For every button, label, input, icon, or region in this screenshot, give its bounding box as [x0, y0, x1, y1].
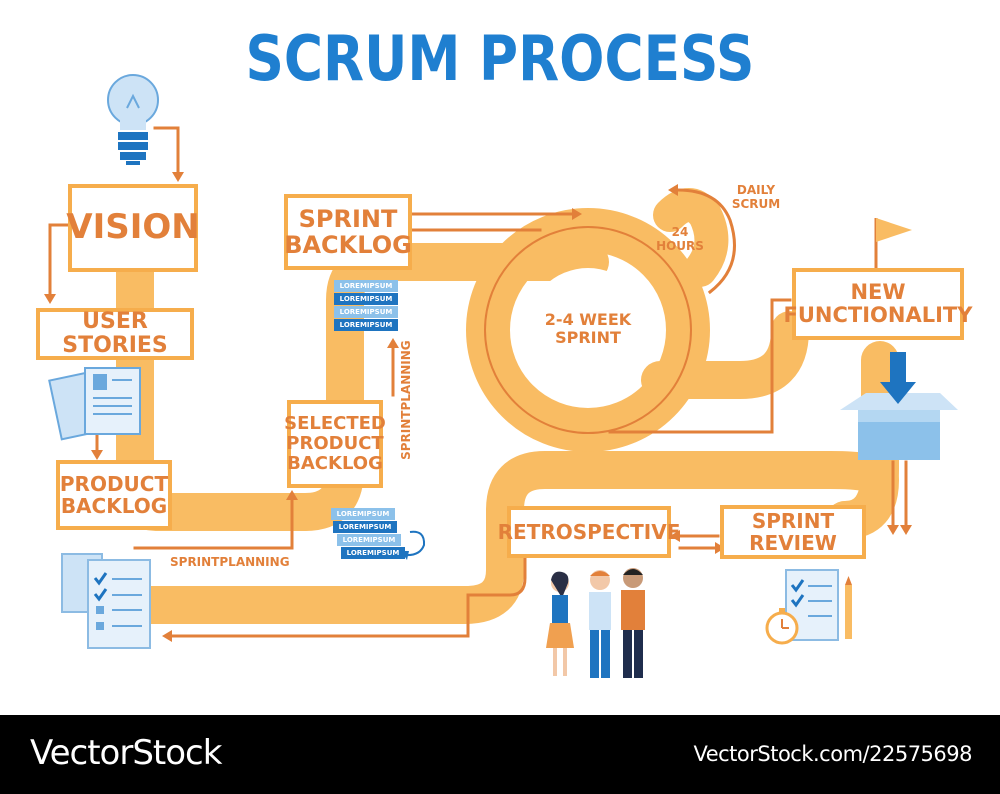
product-backlog-line1: PRODUCT — [59, 472, 169, 496]
sprint-backlog-box: SPRINT BACKLOG — [284, 194, 412, 270]
sprint-circle-outline — [484, 226, 692, 434]
sprint-center-label: 2-4 WEEK SPRINT — [528, 310, 648, 348]
diagram-artwork — [44, 74, 958, 678]
footer-bar: VectorStock VectorStock.com/22575698 — [0, 715, 1000, 794]
sprint-backlog-line2: BACKLOG — [284, 231, 412, 259]
vision-box: VISION — [66, 184, 200, 272]
sprint-review-label: SPRINT REVIEW — [749, 509, 837, 555]
daily-scrum-line2: SCRUM — [731, 196, 781, 211]
sprint-planning-vertical-label: SPRINTPLANNING — [399, 340, 414, 460]
lightbulb-icon — [107, 74, 159, 165]
hours-line1: 24 — [671, 225, 689, 239]
road-sprint-exit — [641, 311, 809, 399]
arrowhead-box2 — [900, 525, 912, 535]
arrowhead-box1 — [887, 525, 899, 535]
flag-icon — [874, 218, 912, 268]
retrospective-label: RETROSPECTIVE — [497, 520, 681, 544]
backlog-item: LOREMIPSUM — [334, 306, 398, 318]
arrowhead-stories — [44, 294, 56, 304]
selected-backlog-box: SELECTED PRODUCT BACKLOG — [284, 400, 386, 488]
backlog-item: LOREMIPSUM — [341, 547, 405, 559]
hours-line2: HOURS — [656, 238, 704, 253]
arrowhead-backlog — [91, 450, 103, 460]
arrow-retro-down — [170, 553, 527, 638]
backlog-item: LOREMIPSUM — [333, 521, 397, 533]
selected-backlog-line2: PRODUCT — [286, 433, 384, 455]
arrowhead-daily — [668, 184, 678, 196]
review-clipboard-icon — [765, 569, 852, 645]
profile-documents-icon — [48, 367, 141, 441]
sprint-line2: SPRINT — [555, 328, 621, 348]
selected-backlog-line1: SELECTED — [284, 413, 386, 435]
arrow-sprint-to-functionality — [608, 298, 792, 434]
footer-brand: VectorStock — [30, 733, 222, 773]
arrow-daily-curl — [676, 188, 736, 295]
delivery-box-icon — [840, 352, 958, 460]
road-review-loop — [131, 451, 899, 624]
arrowhead-selected — [387, 338, 399, 348]
vision-label: VISION — [66, 207, 200, 248]
sprint-backlog-line1: SPRINT — [298, 204, 398, 233]
selected-backlog-line3: BACKLOG — [287, 452, 383, 474]
sprint-circle-inner — [526, 268, 650, 392]
page-title: SCRUM PROCESS — [245, 22, 755, 95]
road-daily-curl — [653, 188, 729, 287]
new-functionality-line1: NEW — [850, 279, 906, 304]
arrow-vision-to-stories — [48, 223, 70, 296]
backlog-item: LOREMIPSUM — [337, 534, 401, 546]
product-backlog-line2: BACKLOG — [60, 494, 168, 518]
sprint-review-box: SPRINT REVIEW — [720, 505, 866, 559]
arrowhead-vision — [172, 172, 184, 182]
checklist-icon — [61, 553, 151, 649]
product-backlog-box: PRODUCT BACKLOG — [56, 460, 172, 530]
arrow-sprintplanning-up — [133, 498, 294, 550]
backlog-item: LOREMIPSUM — [331, 508, 395, 520]
scrum-diagram: SCRUM PROCESS VISION USER STORIES PRODUC… — [36, 22, 973, 678]
footer-reference: VectorStock.com/22575698 — [693, 742, 972, 766]
hours-label: 24 HOURS — [656, 225, 704, 254]
cycle-arrow-icon — [404, 530, 426, 557]
new-functionality-box: NEW FUNCTIONALITY — [784, 268, 972, 340]
arrowhead-sprint-backlog — [572, 208, 582, 220]
team-people-icon — [546, 568, 645, 678]
road-bottom-bar — [140, 588, 470, 622]
arrowhead-sprintplanning — [286, 490, 298, 500]
daily-scrum-label: DAILY SCRUM — [724, 183, 788, 212]
user-stories-label: USER STORIES — [62, 308, 168, 358]
arrow-bulb-to-vision — [153, 126, 180, 174]
backlog-item: LOREMIPSUM — [334, 293, 398, 305]
sprint-line1: 2-4 WEEK — [544, 310, 632, 329]
backlog-item: LOREMIPSUM — [334, 319, 398, 331]
sprint-planning-horizontal-label: SPRINTPLANNING — [170, 555, 290, 569]
user-stories-box: USER STORIES — [36, 308, 194, 360]
sprint-circle-ring — [466, 208, 710, 452]
backlog-item: LOREMIPSUM — [334, 280, 398, 292]
arrowhead-review-retro — [670, 530, 680, 542]
retrospective-box: RETROSPECTIVE — [498, 506, 680, 558]
new-functionality-line2: FUNCTIONALITY — [783, 303, 973, 327]
arrowhead-return — [162, 630, 172, 642]
daily-scrum-line1: DAILY — [736, 183, 776, 197]
